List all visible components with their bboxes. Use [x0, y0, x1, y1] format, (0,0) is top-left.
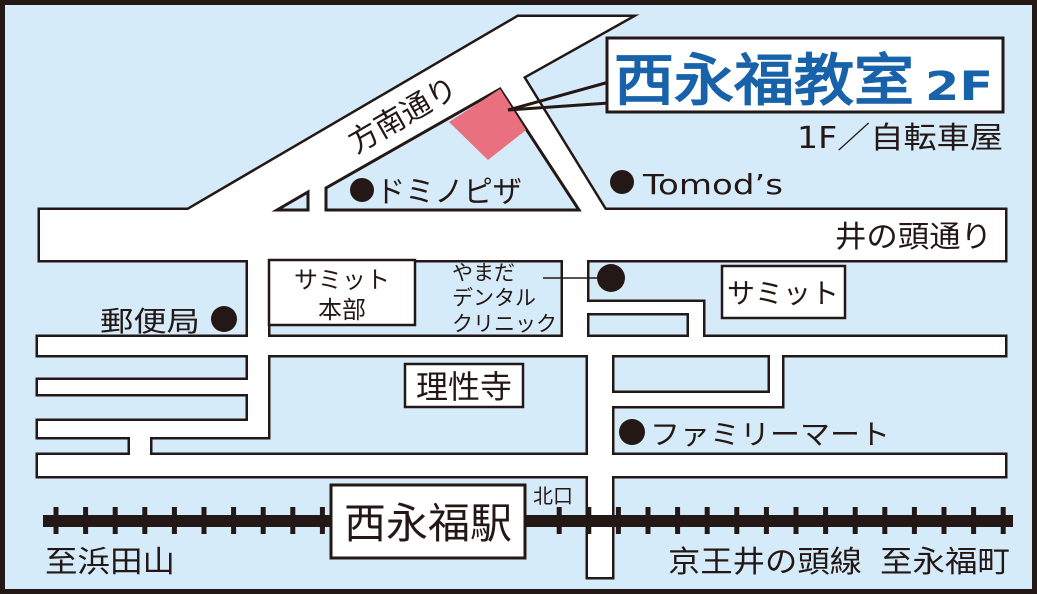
- title-box-frame: [605, 36, 1005, 114]
- railway-track: [43, 515, 1013, 527]
- station-label: 西永福駅: [344, 499, 512, 548]
- railway-tie: [201, 507, 207, 534]
- road-east-lane: [587, 302, 703, 313]
- road-east-lane-down: [689, 302, 703, 337]
- station-box: [329, 483, 527, 560]
- railway-tie: [763, 507, 769, 534]
- post-office-marker-icon: [211, 306, 237, 332]
- railway-tie: [53, 507, 59, 534]
- road-east-l-horizontal: [612, 393, 782, 406]
- railway-tie: [290, 507, 296, 534]
- tomods-marker-icon: [610, 170, 634, 194]
- callout-line: [507, 80, 610, 112]
- summit-hq-label-line2: 本部: [318, 296, 366, 324]
- target-building[interactable]: [449, 89, 526, 160]
- familymart-marker-icon: [619, 419, 645, 445]
- railway-tie: [142, 507, 148, 534]
- classroom-title-box[interactable]: 西永福教室 2F: [605, 36, 1005, 114]
- yamada-label-line3: クリニック: [452, 312, 557, 336]
- direction-west-label: 至浜田山: [45, 545, 175, 580]
- classroom-name: 西永福教室: [614, 49, 914, 114]
- familymart-label: ファミリーマート: [650, 418, 890, 451]
- railway-tie: [882, 507, 888, 534]
- dominos-label: ドミノピザ: [376, 175, 522, 210]
- railway-tie: [941, 507, 947, 534]
- road-vertical-main: [588, 355, 612, 577]
- road-south: [38, 455, 1005, 476]
- callout-line: [507, 101, 610, 112]
- block-triangle: [271, 189, 310, 212]
- road-stub-west: [38, 380, 248, 394]
- railway-tie: [734, 507, 740, 534]
- railway-tie: [971, 507, 977, 534]
- road-vertical-upper: [563, 260, 587, 337]
- railway-tie: [319, 507, 325, 534]
- railway-tie: [231, 507, 237, 534]
- dominos-marker-icon: [350, 178, 374, 202]
- road-middle: [38, 337, 1005, 355]
- summit-hq-box: [267, 258, 417, 327]
- road-east-l-vertical: [770, 355, 782, 406]
- railway-tie: [852, 507, 858, 534]
- summit-hq-label-line1: サミット: [294, 266, 390, 294]
- yamada-label-line2: デンタル: [452, 286, 536, 310]
- north-exit-label: 北口: [533, 484, 573, 508]
- railway-keio-inokashira: [43, 507, 1013, 534]
- railway-tie: [586, 507, 592, 534]
- railway-tie: [171, 507, 177, 534]
- railway-tie: [112, 507, 118, 534]
- yamada-marker-icon: [597, 264, 625, 292]
- railway-tie: [1000, 507, 1006, 534]
- temple-box: [403, 362, 525, 409]
- railway-tie: [793, 507, 799, 534]
- direction-east-label: 至永福町: [880, 545, 1010, 580]
- summit-box: [720, 264, 847, 320]
- railway-tie: [83, 507, 89, 534]
- railway-tie: [704, 507, 710, 534]
- road-label-inokashira: 井の頭通り: [835, 220, 992, 255]
- tomods-label: Tomod’s: [642, 168, 783, 201]
- station-nishieifuku[interactable]: 西永福駅: [329, 483, 527, 560]
- railway-tie: [911, 507, 917, 534]
- railway-tie: [260, 507, 266, 534]
- railway-tie: [675, 507, 681, 534]
- first-floor-note: 1F／自転車屋: [797, 121, 1003, 156]
- temple-label: 理性寺: [416, 368, 512, 406]
- summit-label: サミット: [727, 277, 839, 310]
- railway-tie: [615, 507, 621, 534]
- railway-tie: [645, 507, 651, 534]
- railway-line-label: 京王井の頭線: [668, 545, 862, 580]
- road-west-lane: [38, 421, 268, 437]
- railway-tie: [823, 507, 829, 534]
- classroom-floor: 2F: [925, 64, 993, 110]
- railway-tie: [556, 507, 562, 534]
- post-office-label: 郵便局: [100, 305, 200, 338]
- yamada-label-line1: やまだ: [452, 261, 515, 285]
- road-connector: [130, 437, 150, 455]
